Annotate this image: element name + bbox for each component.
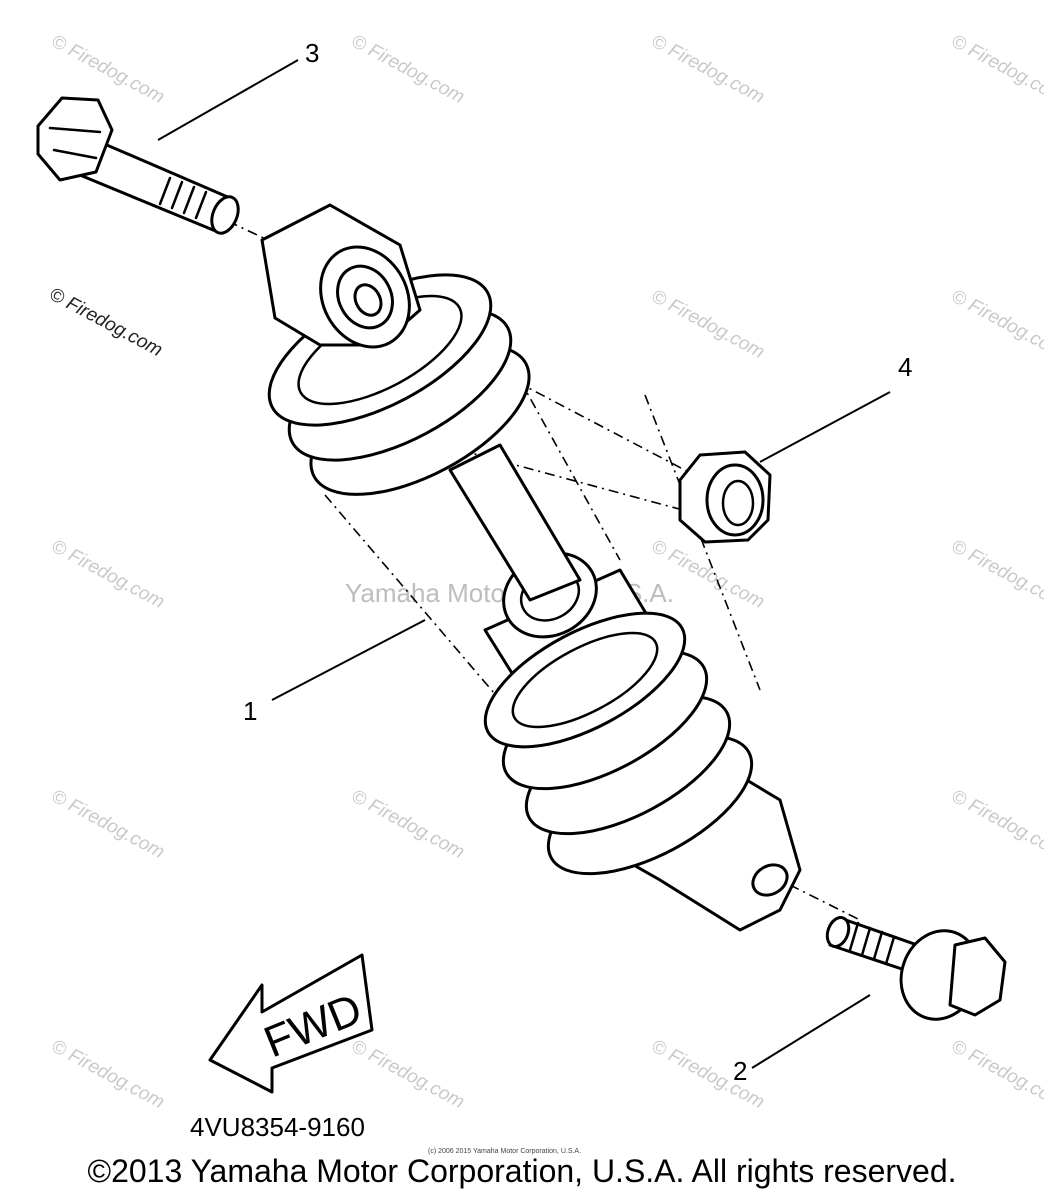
leader-4 [759, 391, 891, 463]
nut [678, 450, 772, 544]
watermark: © Firedog.com [348, 786, 468, 863]
callout-1: 1 [243, 696, 257, 726]
watermark-dark: © Firedog.com [46, 284, 166, 361]
watermark: © Firedog.com [948, 286, 1044, 363]
watermark: © Firedog.com [648, 286, 768, 363]
part-number: 4VU8354-9160 [190, 1112, 365, 1142]
watermark: © Firedog.com [48, 536, 168, 613]
watermark: © Firedog.com [348, 1036, 468, 1113]
watermark: © Firedog.com [948, 786, 1044, 863]
watermark: © Firedog.com [48, 1036, 168, 1113]
watermark: © Firedog.com [648, 31, 768, 108]
lower-bolt [825, 915, 1007, 1021]
shock-absorber [260, 203, 802, 932]
fwd-arrow: FWD [208, 953, 374, 1094]
callout-4: 4 [898, 352, 912, 382]
callout-3: 3 [305, 38, 319, 68]
watermark: © Firedog.com [948, 1036, 1044, 1113]
leader-3 [157, 59, 299, 141]
upper-bolt [36, 96, 240, 235]
leader-1 [271, 619, 426, 701]
callout-2: 2 [733, 1056, 747, 1086]
watermark: © Firedog.com [48, 31, 168, 108]
leader-2 [751, 994, 871, 1069]
watermark: © Firedog.com [48, 786, 168, 863]
small-copyright: (c) 2006 2015 Yamaha Motor Corporation, … [428, 1148, 582, 1155]
watermark: © Firedog.com [348, 31, 468, 108]
watermark: © Firedog.com [948, 536, 1044, 613]
copyright-notice: ©2013 Yamaha Motor Corporation, U.S.A. A… [87, 1153, 957, 1189]
watermark: © Firedog.com [948, 31, 1044, 108]
watermark: © Firedog.com [648, 1036, 768, 1113]
